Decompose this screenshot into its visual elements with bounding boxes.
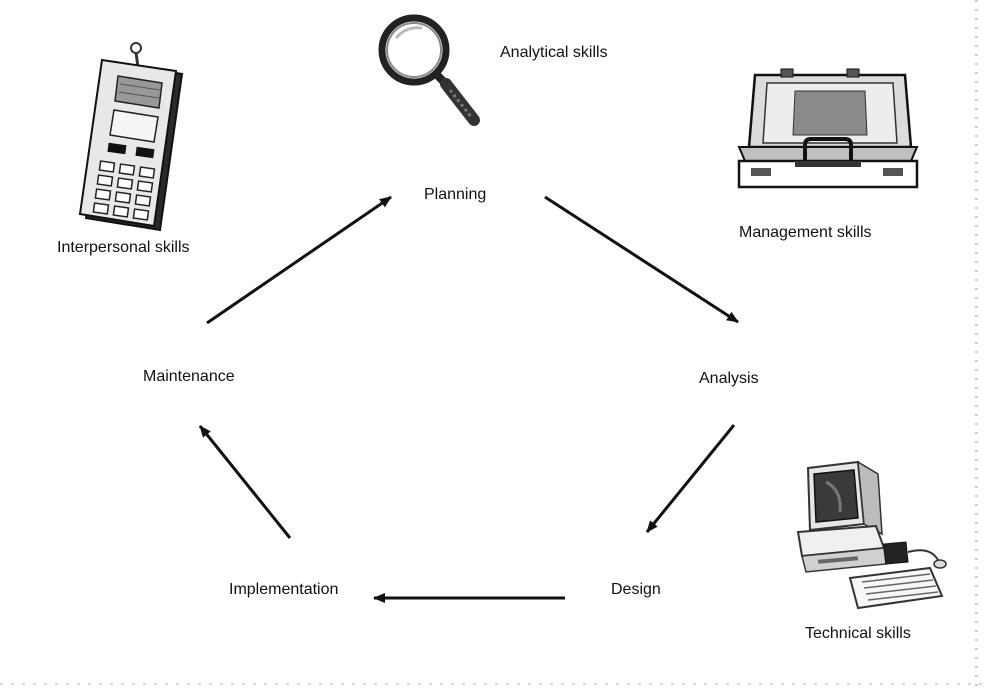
skill-interpersonal: Interpersonal skills bbox=[57, 239, 190, 256]
arrow-implementation-to-maintenance bbox=[198, 425, 292, 539]
arrow-planning-to-analysis bbox=[544, 195, 739, 324]
arrow-analysis-to-design bbox=[645, 424, 736, 533]
stage-design: Design bbox=[611, 581, 661, 598]
briefcase-icon bbox=[737, 68, 919, 189]
mobile-phone-icon bbox=[78, 42, 184, 232]
computer-icon bbox=[796, 460, 947, 610]
skill-analytical: Analytical skills bbox=[500, 44, 608, 61]
scan-bottom-texture bbox=[0, 683, 984, 685]
scan-edge-texture bbox=[975, 0, 978, 688]
arrow-maintenance-to-planning bbox=[206, 195, 392, 325]
stage-maintenance: Maintenance bbox=[143, 368, 235, 385]
stage-implementation: Implementation bbox=[229, 581, 339, 598]
magnifying-glass-icon bbox=[378, 14, 480, 126]
skill-technical: Technical skills bbox=[805, 625, 911, 642]
skill-management: Management skills bbox=[739, 224, 872, 241]
stage-analysis: Analysis bbox=[699, 370, 759, 387]
stage-planning: Planning bbox=[424, 186, 487, 203]
